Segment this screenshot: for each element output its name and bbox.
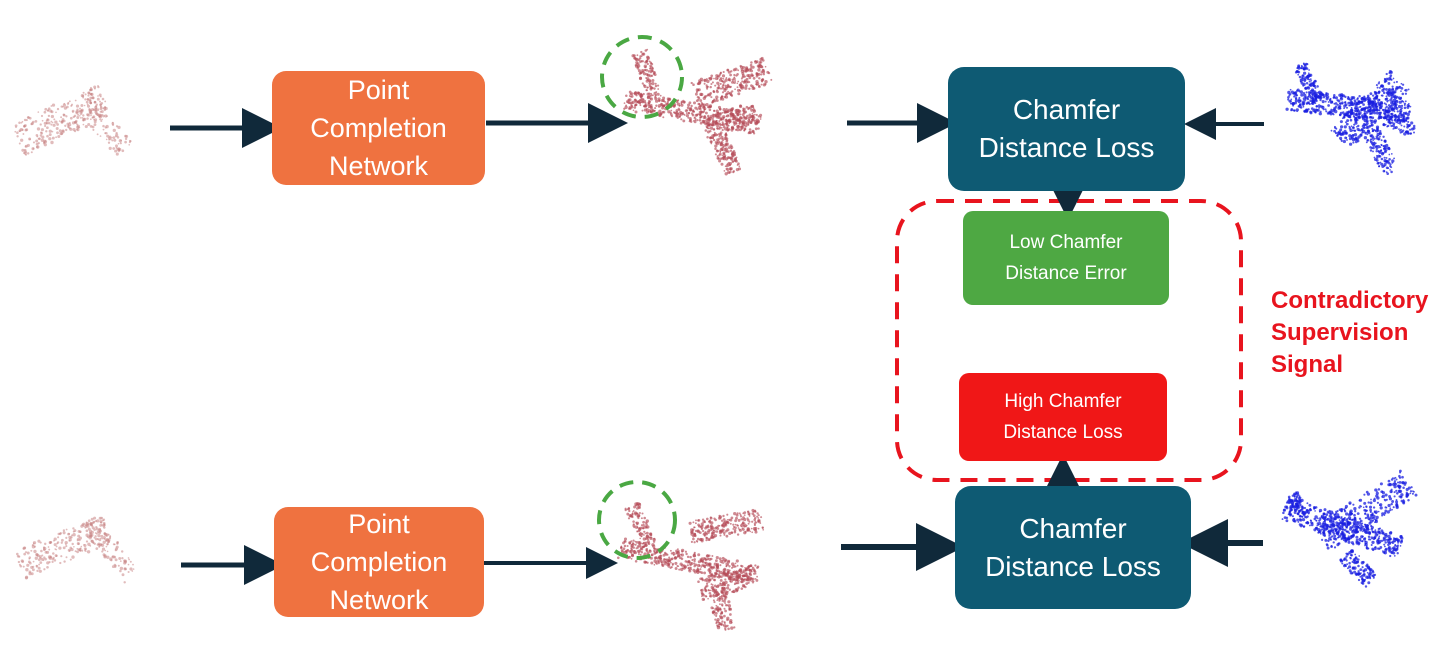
chamfer-distance-loss-bottom: Chamfer Distance Loss	[955, 486, 1191, 609]
high-chamfer-loss-label: High Chamfer Distance Loss	[1003, 391, 1123, 443]
partial-point-cloud-bottom	[15, 516, 135, 584]
highlight-circle-bottom	[597, 480, 677, 560]
low-chamfer-error-label: Low Chamfer Distance Error	[1005, 232, 1127, 284]
point-completion-network-top: Point Completion Network	[272, 71, 485, 185]
completed-point-cloud-top	[623, 48, 773, 176]
ground-truth-point-cloud-top	[1285, 62, 1416, 175]
ground-truth-point-cloud-bottom	[1281, 469, 1418, 588]
point-completion-network-bottom-label: Point Completion Network	[310, 509, 448, 615]
chamfer-distance-loss-top-label: Chamfer Distance Loss	[978, 94, 1155, 163]
contradiction-region	[895, 199, 1243, 482]
high-chamfer-loss-box: High Chamfer Distance Loss	[959, 373, 1167, 461]
low-chamfer-error-box: Low Chamfer Distance Error	[963, 211, 1169, 305]
point-completion-network-bottom: Point Completion Network	[274, 507, 484, 617]
point-completion-network-top-label: Point Completion Network	[310, 75, 447, 181]
completed-point-cloud-bottom	[616, 502, 765, 631]
partial-point-cloud-top	[14, 85, 132, 156]
chamfer-distance-loss-top: Chamfer Distance Loss	[948, 67, 1185, 191]
contradictory-supervision-signal-label: Contradictory Supervision Signal	[1271, 287, 1429, 378]
chamfer-distance-loss-bottom-label: Chamfer Distance Loss	[985, 512, 1161, 582]
highlight-circle-top	[600, 35, 684, 119]
